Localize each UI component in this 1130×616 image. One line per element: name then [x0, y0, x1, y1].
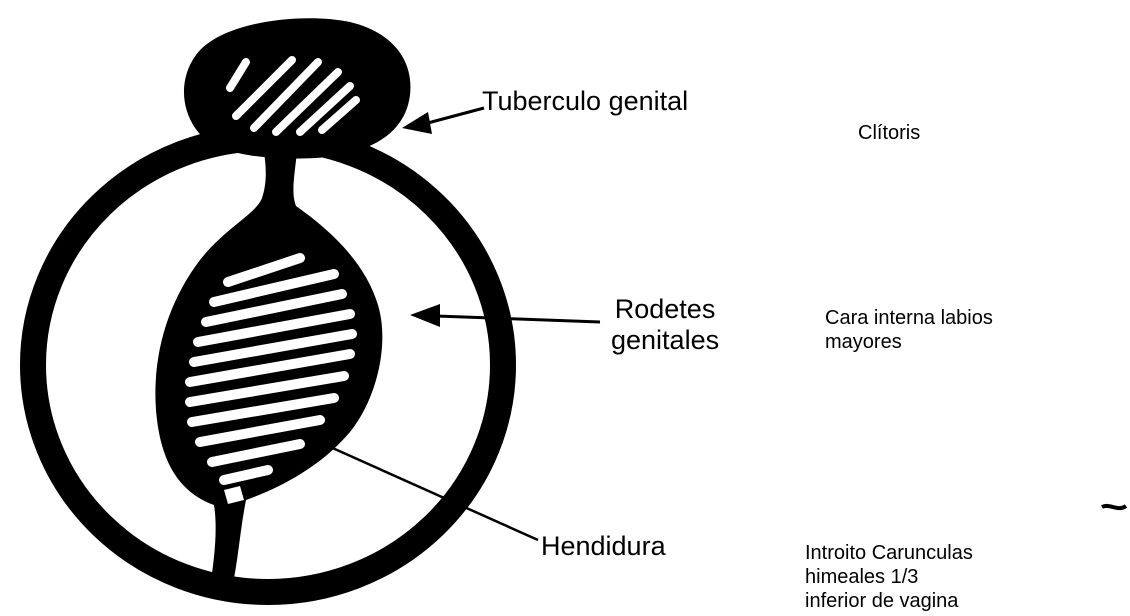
- label-clitoris: Clítoris: [858, 121, 920, 145]
- arrow-tuberculo: [402, 108, 484, 134]
- label-introito-line3: inferior de vagina: [805, 589, 973, 613]
- label-rodetes-line1: Rodetes: [611, 294, 719, 325]
- label-introito-line1: Introito Carunculas: [805, 541, 973, 565]
- label-cara-line1: Cara interna labios: [825, 306, 993, 330]
- label-tuberculo-genital: Tuberculo genital: [482, 86, 688, 117]
- label-cara-line2: mayores: [825, 330, 993, 354]
- label-hendidura: Hendidura: [541, 531, 666, 562]
- label-cara-interna-labios-mayores: Cara interna labios mayores: [825, 306, 993, 354]
- label-rodetes-genitales: Rodetes genitales: [611, 294, 719, 356]
- label-rodetes-line2: genitales: [611, 325, 719, 356]
- stray-mark: [1102, 506, 1126, 508]
- label-introito-line2: himeales 1/3: [805, 565, 973, 589]
- label-introito: Introito Carunculas himeales 1/3 inferio…: [805, 541, 973, 613]
